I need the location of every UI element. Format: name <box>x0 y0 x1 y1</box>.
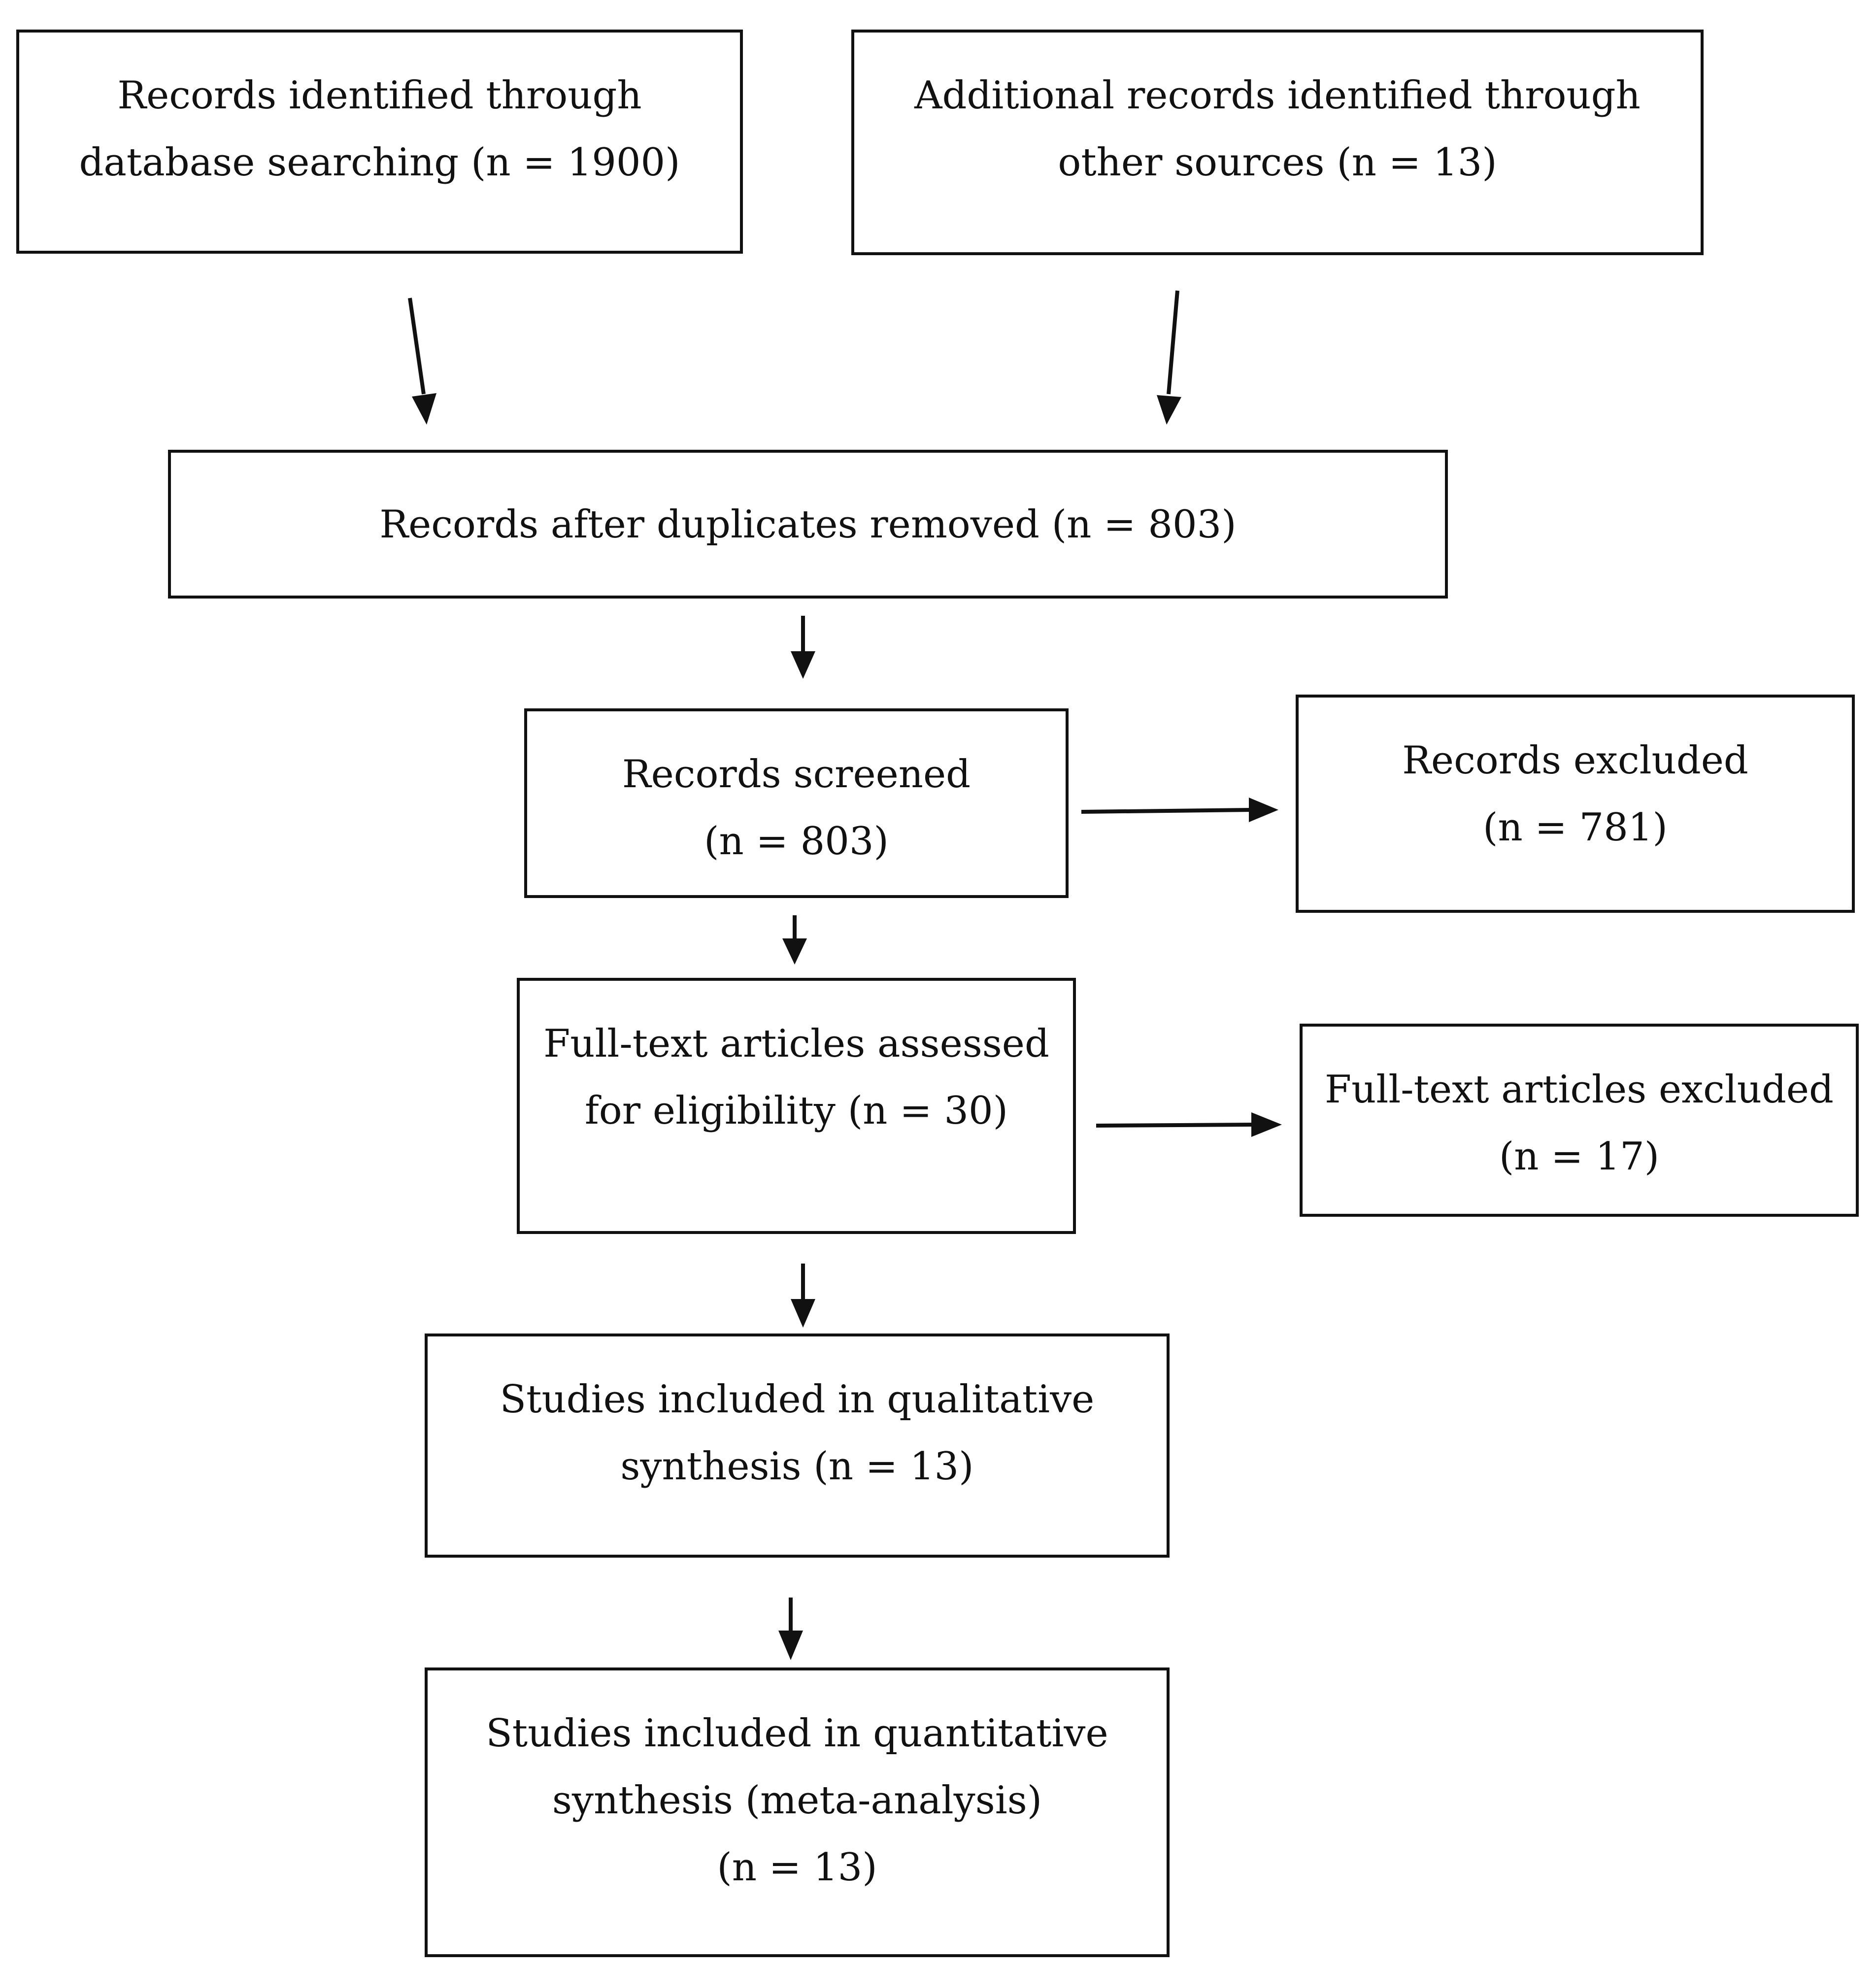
arrow-fulltext-assessed-to-fulltext-excluded <box>1096 1123 1254 1128</box>
node-fulltext-assessed: Full-text articles assessed for eligibil… <box>517 978 1076 1234</box>
node-additional-records-other-sources: Additional records identified through ot… <box>851 30 1704 255</box>
node-text-line: Records identified through <box>117 73 642 118</box>
arrow-screened-to-excluded <box>1081 808 1252 814</box>
node-studies-qualitative: Studies included in qualitative synthesi… <box>425 1334 1170 1558</box>
node-records-identified-database: Records identified through database sear… <box>16 30 743 254</box>
node-text-line: (n = 17) <box>1499 1134 1660 1179</box>
arrowhead <box>782 938 807 965</box>
node-text-line: other sources (n = 13) <box>1058 140 1497 185</box>
node-text-line: synthesis (meta-analysis) <box>552 1778 1042 1823</box>
arrowhead <box>791 1299 815 1328</box>
arrowhead <box>412 393 436 425</box>
node-text-line: Records after duplicates removed (n = 80… <box>379 502 1237 547</box>
node-text-line: Studies included in quantitative <box>486 1711 1108 1756</box>
arrowhead <box>778 1631 803 1660</box>
node-text-line: (n = 803) <box>704 819 889 864</box>
node-text-line: synthesis (n = 13) <box>620 1444 974 1489</box>
node-records-after-duplicates: Records after duplicates removed (n = 80… <box>168 450 1448 599</box>
node-records-screened: Records screened (n = 803) <box>524 708 1069 898</box>
node-text-line: Additional records identified through <box>914 73 1641 118</box>
arrow-identified-other-to-after-duplicates <box>1167 290 1179 395</box>
node-studies-quantitative: Studies included in quantitative synthes… <box>425 1667 1170 1957</box>
node-text-line: Full-text articles assessed <box>543 1022 1049 1066</box>
node-text-line: (n = 13) <box>717 1845 877 1890</box>
node-text-line: Records screened <box>622 752 971 797</box>
node-text-line: database searching (n = 1900) <box>79 140 680 185</box>
arrowhead <box>791 651 815 679</box>
node-fulltext-excluded: Full-text articles excluded (n = 17) <box>1300 1024 1859 1217</box>
node-records-excluded: Records excluded (n = 781) <box>1296 695 1855 913</box>
node-text-line: for eligibility (n = 30) <box>584 1089 1008 1133</box>
arrow-identified-db-to-after-duplicates <box>408 298 426 395</box>
arrowhead <box>1249 798 1278 822</box>
arrowhead <box>1251 1112 1282 1137</box>
node-text-line: Studies included in qualitative <box>500 1377 1095 1422</box>
node-text-line: (n = 781) <box>1483 805 1668 850</box>
node-text-line: Records excluded <box>1402 738 1748 783</box>
node-text-line: Full-text articles excluded <box>1325 1067 1834 1112</box>
arrowhead <box>1157 395 1181 425</box>
